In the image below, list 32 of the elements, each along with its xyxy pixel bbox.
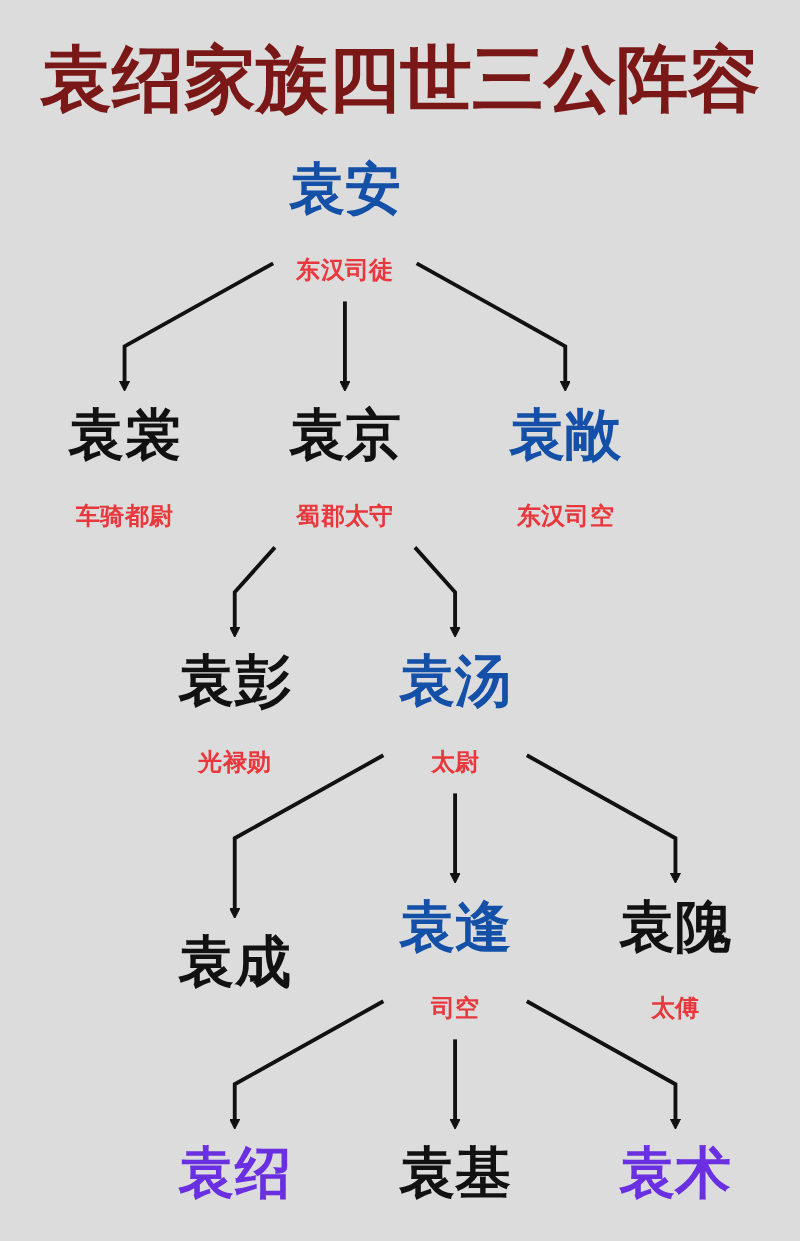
node-text: 袁术	[619, 1139, 732, 1206]
node-text: 袁汤	[398, 647, 512, 714]
arrow	[118, 262, 275, 392]
node-label: 太傅	[651, 993, 700, 1022]
node-label: 东汉司空	[516, 501, 614, 530]
node-text: 袁绍	[178, 1139, 292, 1206]
node-text: 袁裳	[68, 401, 181, 468]
node-label: 蜀郡太守	[296, 501, 394, 530]
arrow	[449, 793, 461, 884]
node-label: 东汉司徒	[296, 255, 394, 284]
node-label: 车骑都尉	[75, 501, 174, 530]
node-text: 袁敞	[508, 401, 622, 468]
arrow	[229, 546, 277, 638]
node-text: 袁基	[398, 1139, 512, 1206]
node-text: 袁京	[288, 401, 402, 468]
arrow	[525, 754, 682, 884]
node-label: 太尉	[430, 747, 480, 776]
node-text: 袁成	[178, 928, 292, 995]
node-text: 袁安	[288, 155, 402, 222]
node-label: 司空	[430, 993, 480, 1022]
node-text: 袁逢	[398, 893, 512, 960]
arrow	[339, 301, 351, 392]
node-text: 袁彭	[178, 647, 292, 714]
arrow	[415, 262, 571, 392]
arrow	[229, 754, 385, 920]
title: 袁绍家族四世三公阵容	[39, 35, 761, 123]
arrow	[229, 999, 385, 1130]
arrow	[449, 1039, 461, 1130]
arrow	[525, 999, 682, 1130]
node-label: 光禄勋	[198, 747, 272, 776]
node-text: 袁隗	[619, 893, 732, 960]
arrow	[413, 546, 461, 638]
